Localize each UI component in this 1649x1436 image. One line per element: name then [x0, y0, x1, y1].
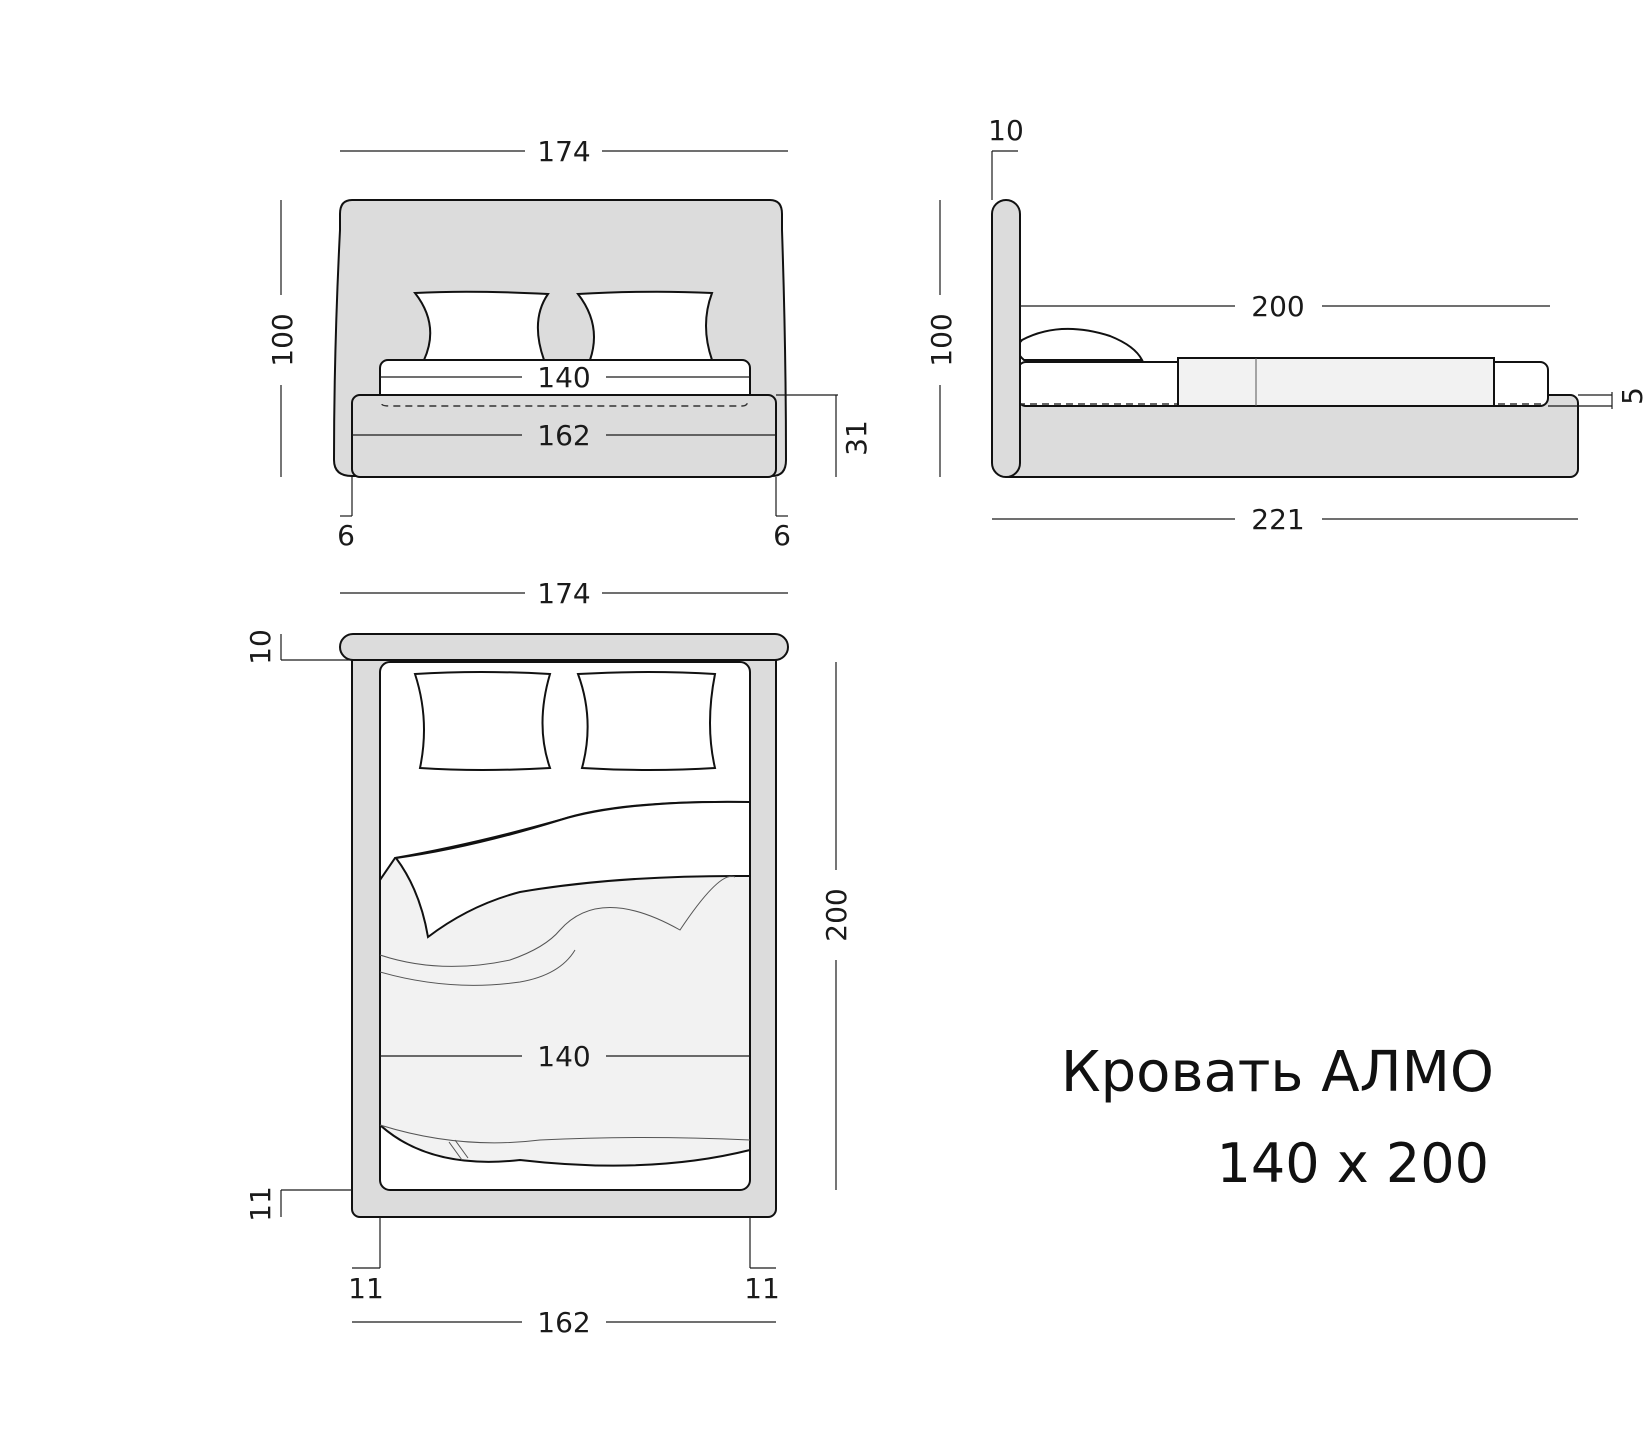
top-base-162: 162	[537, 1306, 590, 1339]
top-foot-margin-11: 11	[244, 1186, 277, 1222]
side-headboard	[991, 199, 1021, 478]
front-width-174: 174	[537, 135, 590, 168]
side-view: 10 100 200 5 221	[925, 114, 1649, 536]
side-length-221: 221	[1251, 503, 1304, 536]
front-view: 174 100 140 162 31 6 6	[266, 135, 873, 552]
side-headboard-10: 10	[988, 114, 1024, 147]
top-pillow-right	[576, 671, 717, 771]
top-headboard	[339, 633, 789, 661]
top-pillow-left	[413, 671, 552, 771]
top-mattress-140: 140	[537, 1040, 590, 1073]
front-height-100: 100	[266, 313, 299, 366]
front-base-162: 162	[537, 419, 590, 452]
top-width-174: 174	[537, 577, 590, 610]
front-base	[351, 394, 777, 478]
front-base-height-31: 31	[840, 420, 873, 456]
front-left-inset-6: 6	[337, 519, 355, 552]
front-pillow-left	[413, 290, 550, 361]
top-length-200: 200	[820, 888, 853, 941]
front-pillow-right	[576, 290, 714, 361]
top-duvet-fold	[394, 800, 751, 939]
side-blanket	[1177, 357, 1495, 407]
top-left-margin-11: 11	[348, 1272, 384, 1305]
top-view: 174 10 200 140 11 11 11 162	[244, 577, 853, 1339]
front-right-inset-6: 6	[773, 519, 791, 552]
side-mattress-200: 200	[1251, 290, 1304, 323]
side-base	[999, 394, 1579, 478]
top-right-margin-11: 11	[744, 1272, 780, 1305]
product-size: 140 x 200	[1216, 1132, 1489, 1195]
side-overhang-5: 5	[1616, 387, 1649, 405]
front-mattress-seam	[381, 399, 749, 407]
side-pillow	[1016, 327, 1144, 361]
side-height-100: 100	[925, 313, 958, 366]
front-mattress-140: 140	[537, 361, 590, 394]
top-headboard-10: 10	[244, 629, 277, 665]
product-title: Кровать АЛМО	[1060, 1040, 1494, 1105]
